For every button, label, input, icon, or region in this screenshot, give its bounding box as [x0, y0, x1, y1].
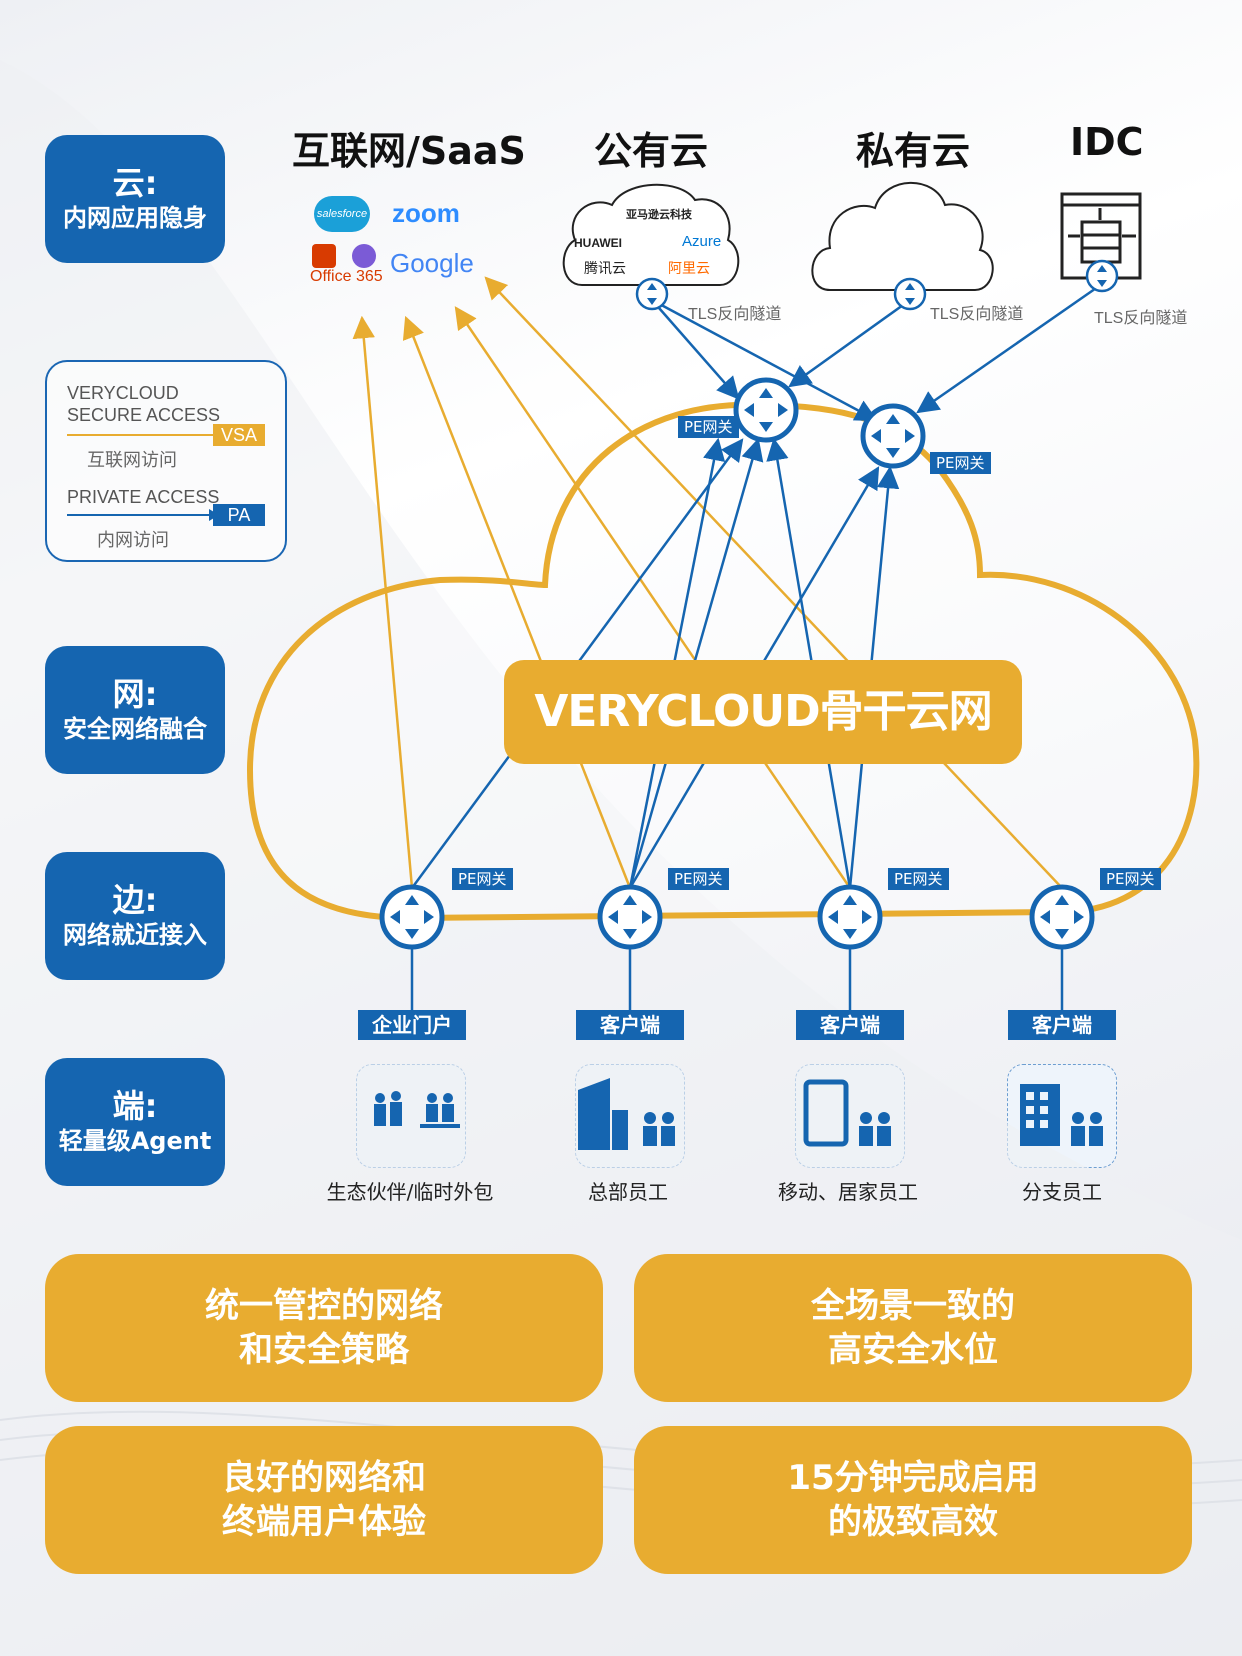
legend-pa-arrow [67, 509, 219, 521]
side-label-subtitle: 轻量级Agent [58, 1127, 212, 1155]
vsa-arrows [352, 276, 1063, 889]
mobile-home-icon [803, 1079, 891, 1147]
endpoint-links [410, 948, 1064, 1010]
tencent-logo: 腾讯云 [584, 261, 626, 277]
benefit-line: 统一管控的网络 [205, 1286, 443, 1326]
header-public-cloud: 公有云 [594, 129, 709, 173]
pe-tag-edge-1: PE网关 [452, 868, 513, 890]
side-label-subtitle: 网络就近接入 [63, 921, 207, 949]
branch-icon [1020, 1084, 1103, 1146]
benefit-line: 的极致高效 [828, 1502, 998, 1542]
azure-logo: Azure [682, 233, 722, 250]
partners-icon [374, 1091, 460, 1128]
headquarters-icon [578, 1078, 675, 1150]
tls-label-idc: TLS反向隧道 [1094, 310, 1188, 327]
benefit-consistent-security: 全场景一致的 高安全水位 [634, 1254, 1192, 1402]
pe-tag-edge-4: PE网关 [1100, 868, 1161, 890]
benefit-line: 高安全水位 [828, 1330, 998, 1370]
legend-vsa-title-1: VERYCLOUD [67, 383, 179, 403]
tunnel-nodes [635, 259, 1119, 311]
endpoint-tag-client-2: 客户端 [796, 1010, 904, 1040]
endpoint-tag-portal: 企业门户 [358, 1010, 466, 1040]
legend-vsa-title-2: SECURE ACCESS [67, 405, 221, 425]
google-logo: Google [390, 248, 474, 278]
pe-tag-core-1: PE网关 [678, 416, 739, 438]
benefit-unified-control: 统一管控的网络 和安全策略 [45, 1254, 603, 1402]
salesforce-logo: salesforce [314, 196, 370, 232]
header-idc: IDC [1070, 120, 1144, 164]
side-label-edge: 边: 网络就近接入 [45, 852, 225, 980]
side-label-cloud: 云: 内网应用隐身 [45, 135, 225, 263]
benefit-user-experience: 良好的网络和 终端用户体验 [45, 1426, 603, 1574]
header-internet-saas: 互联网/SaaS [292, 129, 526, 173]
side-label-title: 端: [112, 1087, 158, 1125]
side-label-title: 云: [112, 164, 158, 202]
benefit-line: 良好的网络和 [222, 1458, 426, 1498]
pe-tag-core-2: PE网关 [930, 452, 991, 474]
public-cloud-shape [562, 183, 740, 286]
benefit-line: 和安全策略 [239, 1330, 409, 1370]
router-arrow-glyphs [390, 388, 1084, 939]
legend-pa-title: PRIVATE ACCESS [67, 487, 220, 507]
legend-vsa-sub: 互联网访问 [87, 450, 177, 470]
side-label-network: 网: 安全网络融合 [45, 646, 225, 774]
side-label-subtitle: 安全网络融合 [63, 715, 207, 743]
endpoint-tag-client-3: 客户端 [1008, 1010, 1116, 1040]
benefit-line: 终端用户体验 [222, 1502, 426, 1542]
legend-vsa-tag: VSA [213, 424, 265, 446]
benefit-fast-deploy: 15分钟完成启用 的极致高效 [634, 1426, 1192, 1574]
side-label-subtitle: 内网应用隐身 [63, 204, 207, 232]
endpoint-name-hq: 总部员工 [588, 1180, 668, 1204]
aliyun-logo: 阿里云 [668, 261, 710, 277]
endpoint-name-branch: 分支员工 [1022, 1180, 1102, 1204]
legend-pa-tag: PA [213, 504, 265, 526]
pe-tag-edge-3: PE网关 [888, 868, 949, 890]
office365-logo: Office 365 [310, 268, 383, 285]
pe-tag-edge-2: PE网关 [668, 868, 729, 890]
teams-icon [352, 244, 376, 268]
side-label-title: 网: [112, 675, 158, 713]
tls-label-public: TLS反向隧道 [688, 306, 782, 323]
private-cloud-shape [811, 181, 994, 291]
aws-logo: 亚马逊云科技 [626, 208, 692, 221]
backbone-label: VERYCLOUD骨干云网 [504, 660, 1022, 764]
tunnel-node-glyphs [647, 265, 1107, 305]
huawei-logo: HUAWEI [574, 236, 622, 250]
tls-label-private: TLS反向隧道 [930, 306, 1024, 323]
office-icon [312, 244, 336, 268]
endpoint-name-mobile: 移动、居家员工 [778, 1180, 918, 1204]
endpoint-name-partners: 生态伙伴/临时外包 [326, 1180, 494, 1204]
benefit-line: 15分钟完成启用 [787, 1458, 1039, 1498]
legend: VERYCLOUD SECURE ACCESS VSA 互联网访问 PRIVAT… [45, 360, 287, 562]
legend-pa-sub: 内网访问 [97, 530, 169, 550]
tls-arrows [651, 282, 1103, 422]
side-label-endpoint: 端: 轻量级Agent [45, 1058, 225, 1186]
zoom-logo: zoom [392, 198, 460, 228]
benefit-line: 全场景一致的 [811, 1286, 1015, 1326]
router-nodes [379, 377, 1095, 950]
header-private-cloud: 私有云 [856, 129, 971, 173]
endpoint-tag-client-1: 客户端 [576, 1010, 684, 1040]
side-label-title: 边: [112, 881, 158, 919]
